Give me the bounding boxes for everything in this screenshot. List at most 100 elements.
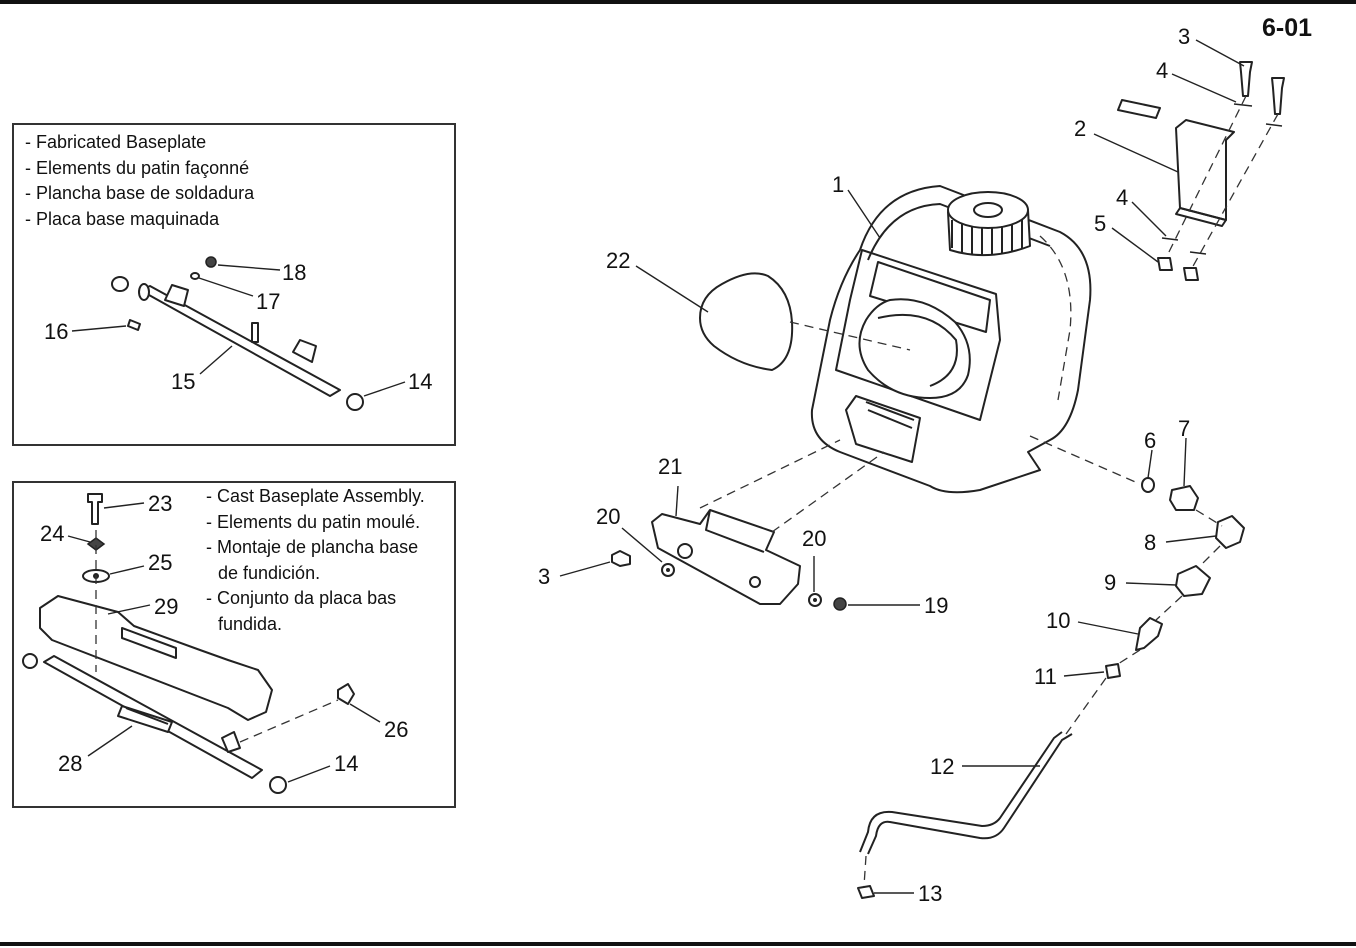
caption-line: - Elements du patin moulé. [206, 511, 421, 532]
caption-line: - Cast Baseplate Assembly. [206, 486, 425, 506]
fitting-part-26 [337, 683, 355, 705]
caption-line: - Fabricated Baseplate [25, 132, 207, 152]
callout-4: 4 [1156, 58, 1168, 83]
leader-line [1125, 582, 1177, 586]
leader-line [71, 325, 127, 332]
leader-line [198, 277, 254, 297]
callout-24: 24 [40, 521, 64, 546]
callout-6: 6 [1144, 428, 1156, 453]
leader-line [621, 527, 663, 563]
plate-hole [677, 543, 693, 559]
callout-16: 16 [44, 319, 68, 344]
callout-3: 3 [538, 564, 550, 589]
hidden-edge [1039, 235, 1072, 401]
tank-window-top [869, 261, 991, 333]
nut-part-5 [1157, 257, 1173, 271]
fitting-part-7 [1169, 485, 1199, 511]
nut-part-19 [833, 597, 847, 611]
washer-hole [666, 568, 670, 572]
tank-window-frame [835, 249, 1001, 421]
leader-line [1183, 437, 1187, 487]
leader-line [217, 264, 281, 271]
leader-line [103, 502, 145, 509]
callout-14: 14 [408, 369, 432, 394]
callout-22: 22 [606, 248, 630, 273]
leader-line [1195, 39, 1245, 67]
grip-ridge [125, 707, 169, 725]
callout-8: 8 [1144, 530, 1156, 555]
leader-line [847, 189, 881, 239]
callout-29: 29 [154, 594, 178, 619]
nut-part-18 [205, 256, 217, 268]
callout-26: 26 [384, 717, 408, 742]
bolt-part-16 [127, 319, 141, 331]
washer-hole [813, 598, 817, 602]
tank-bracket-assembly: 3 4 2 4 5 [1074, 24, 1285, 281]
callout-20: 20 [596, 504, 620, 529]
drain-hose-part-12 [867, 733, 1073, 855]
end-cap-left [111, 276, 129, 292]
caption-line: - Plancha base de soldadura [25, 183, 255, 203]
sight-glass [699, 272, 794, 371]
callout-3: 3 [1178, 24, 1190, 49]
plate-bend [705, 509, 765, 553]
callout-2: 2 [1074, 116, 1086, 141]
caption-line: de fundición. [218, 562, 321, 583]
callout-25: 25 [148, 550, 172, 575]
hose-barb-part-10 [1135, 617, 1163, 651]
leader-line [559, 561, 611, 577]
pin [1117, 99, 1161, 119]
leader-line [67, 535, 91, 543]
nut [1183, 267, 1199, 281]
bolt-part-3 [611, 550, 631, 567]
tube-end [138, 283, 150, 301]
callout-7: 7 [1178, 416, 1190, 441]
sight-opening [858, 298, 971, 399]
caption-line: - Placa base maquinada [25, 208, 220, 229]
callout-5: 5 [1094, 211, 1106, 236]
caption-line: - Elements du patin façonné [25, 157, 250, 178]
leader-line [349, 703, 381, 723]
callout-21: 21 [658, 454, 682, 479]
assembly-line [863, 855, 867, 887]
gasket-part-6 [1141, 477, 1155, 493]
inset-cast-baseplate [12, 481, 456, 808]
water-tank-part-1: 1 [810, 172, 1092, 494]
leader-line [1147, 449, 1153, 479]
leader-line [1063, 671, 1105, 677]
callout-11: 11 [1034, 664, 1057, 689]
assembly-line [1197, 545, 1221, 569]
tank-mount-recess [845, 395, 921, 463]
leader-line [1077, 621, 1139, 635]
lock-washer-part-24 [86, 537, 106, 551]
tank-ridge [867, 203, 1051, 261]
callout-23: 23 [148, 491, 172, 516]
callout-19: 19 [924, 593, 948, 618]
end-cap-left [22, 653, 38, 669]
leader-line [1165, 535, 1217, 543]
washer [1189, 251, 1207, 255]
assembly-line [771, 451, 885, 533]
end-cap-part-14 [269, 776, 287, 794]
elbow-part-8 [1215, 515, 1245, 549]
clamp-part-13 [857, 885, 875, 899]
plate-hole [749, 576, 761, 588]
callout-13: 13 [918, 881, 942, 906]
leader-line [363, 381, 406, 397]
callout-1: 1 [832, 172, 844, 197]
assembly-line [1117, 649, 1141, 665]
cast-baseplate-drawing: 23 24 25 29 26 28 14 [22, 491, 408, 794]
assembly-line [1195, 509, 1223, 527]
assembly-line [1165, 95, 1247, 259]
callout-20: 20 [802, 526, 826, 551]
cap-center [973, 202, 1003, 218]
drain-fitting-train: 6 7 8 9 10 11 12 13 [857, 416, 1245, 906]
fabricated-baseplate-caption: - Fabricated Baseplate - Elements du pat… [25, 130, 254, 232]
clamp-part-11 [1105, 663, 1121, 679]
washer-part-4 [1161, 237, 1179, 241]
page-number: 6-01 [1262, 14, 1313, 42]
bolt-part-3 [1239, 61, 1253, 97]
bolt-part-23 [87, 493, 103, 525]
assembly-line [1029, 435, 1141, 485]
